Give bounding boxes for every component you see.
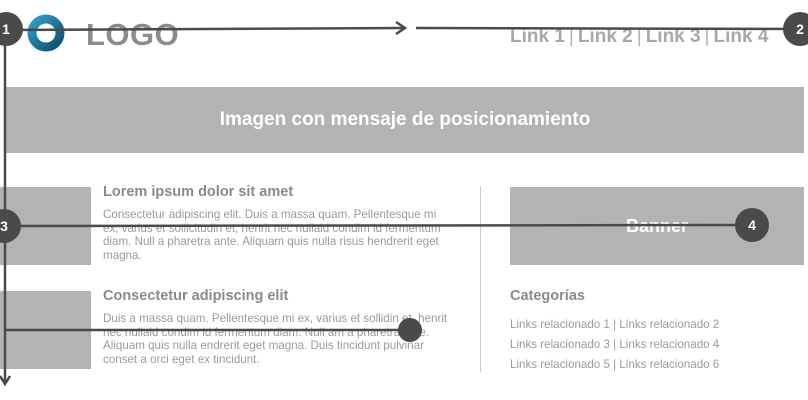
path-line-top-left [7,26,405,32]
arrow-down-icon [0,375,12,387]
article-title[interactable]: Consectetur adipiscing elit [103,288,289,304]
categories-title: Categorías [510,288,585,304]
nav-link-3[interactable]: Link 3 [645,26,701,47]
marker-1-label: 1 [2,21,10,37]
nav-link-1[interactable]: Link 1 [510,26,565,47]
category-links-row[interactable]: Links relacionado 1 | Links relacionado … [510,318,720,331]
nav-link-4[interactable]: Link 4 [713,26,769,47]
article-excerpt: Consectetur adipiscing elit. Duis a mass… [103,208,441,262]
logo-text[interactable]: LOGO [86,17,180,52]
hero-image-placeholder: Imagen con mensaje de posicionamiento [6,87,804,153]
categories-list: Links relacionado 1 | Links relacionado … [510,315,804,375]
article-thumbnail[interactable] [0,291,91,369]
nav-link-2[interactable]: Link 2 [577,26,633,47]
column-divider [480,186,481,372]
nav-separator: | [704,26,710,47]
logo-ring-icon [27,14,65,52]
article-title[interactable]: Lorem ipsum dolor sit amet [103,184,294,200]
banner-label: Banner [625,215,688,236]
article-excerpt: Duis a massa quam. Pellentesque mi ex, v… [103,312,448,366]
article-thumbnail[interactable] [0,187,91,265]
nav-separator: | [568,26,574,47]
top-nav: Link 1|Link 2|Link 3|Link 4 [510,24,808,50]
category-links-row[interactable]: Links relacionado 5 | Links relacionado … [510,358,720,371]
hero-message: Imagen con mensaje de posicionamiento [219,109,591,130]
marker-1: 1 [0,12,23,46]
banner-placeholder[interactable]: Banner [510,187,804,265]
arrow-right-icon [395,20,408,36]
category-links-row[interactable]: Links relacionado 3 | Links relacionado … [510,338,720,351]
nav-separator: | [636,26,642,47]
